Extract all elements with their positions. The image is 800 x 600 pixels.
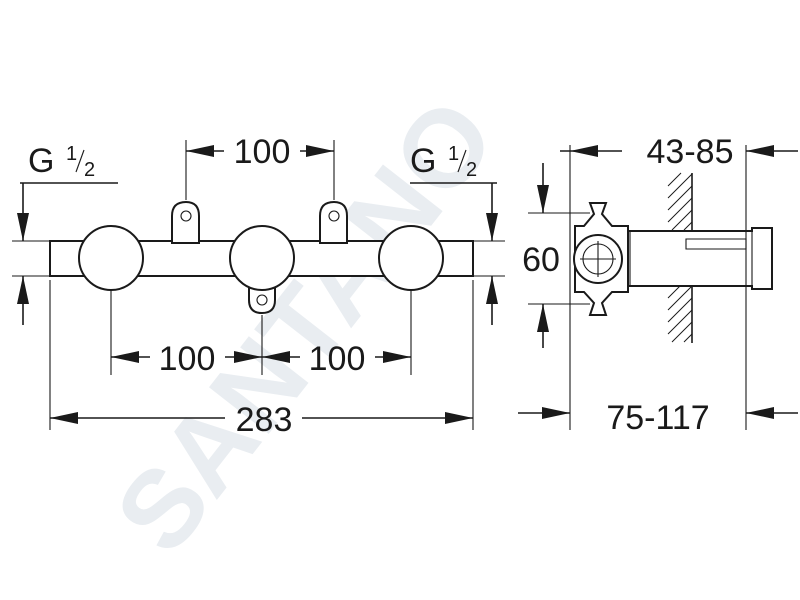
- dimension-label: 283: [236, 401, 293, 439]
- dimension-right-spacing: 100: [262, 340, 411, 378]
- dimension-label: 100: [159, 340, 216, 378]
- top-outlet-left-hole: [180, 210, 192, 222]
- dimension-label: 60: [522, 241, 560, 279]
- dimension-depth-range: 75-117: [518, 399, 798, 437]
- dimension-left-spacing: 100: [111, 340, 262, 378]
- wall-hatch-bottom: [667, 284, 693, 343]
- dimension-label: 75-117: [606, 399, 709, 437]
- thread-fraction-den: 2: [84, 159, 95, 181]
- top-outlet-right: [319, 200, 348, 244]
- thread-fraction-num: 1: [66, 143, 77, 165]
- thread-fraction-den: 2: [466, 159, 477, 181]
- thread-callout-left: G 1 2: [17, 142, 118, 325]
- bottom-outlet-hole: [256, 294, 268, 306]
- dimension-wall-range: 43-85: [560, 133, 798, 171]
- cartridge-sleeve: [619, 227, 773, 290]
- dimension-overall-width: 283: [50, 401, 473, 439]
- wall-hatch-top: [667, 172, 693, 231]
- thread-callout-right: G 1 2: [410, 142, 498, 325]
- dimension-label: 100: [234, 133, 291, 171]
- dimension-label: 100: [309, 340, 366, 378]
- dimension-top-spacing: 100: [186, 133, 334, 171]
- top-outlet-right-hole: [328, 210, 340, 222]
- front-view: 100 100 100 283: [12, 133, 505, 439]
- dimension-label: 43-85: [647, 133, 734, 171]
- side-view: 43-85 60 75-117: [518, 133, 798, 437]
- top-outlet-left: [171, 200, 200, 244]
- right-valve-body: [378, 225, 444, 291]
- thread-label: G: [28, 142, 54, 180]
- thread-fraction-num: 1: [448, 143, 459, 165]
- center-valve-body: [229, 225, 295, 291]
- dimension-height: 60: [522, 163, 560, 348]
- left-valve-body: [78, 225, 144, 291]
- thread-label: G: [410, 142, 436, 180]
